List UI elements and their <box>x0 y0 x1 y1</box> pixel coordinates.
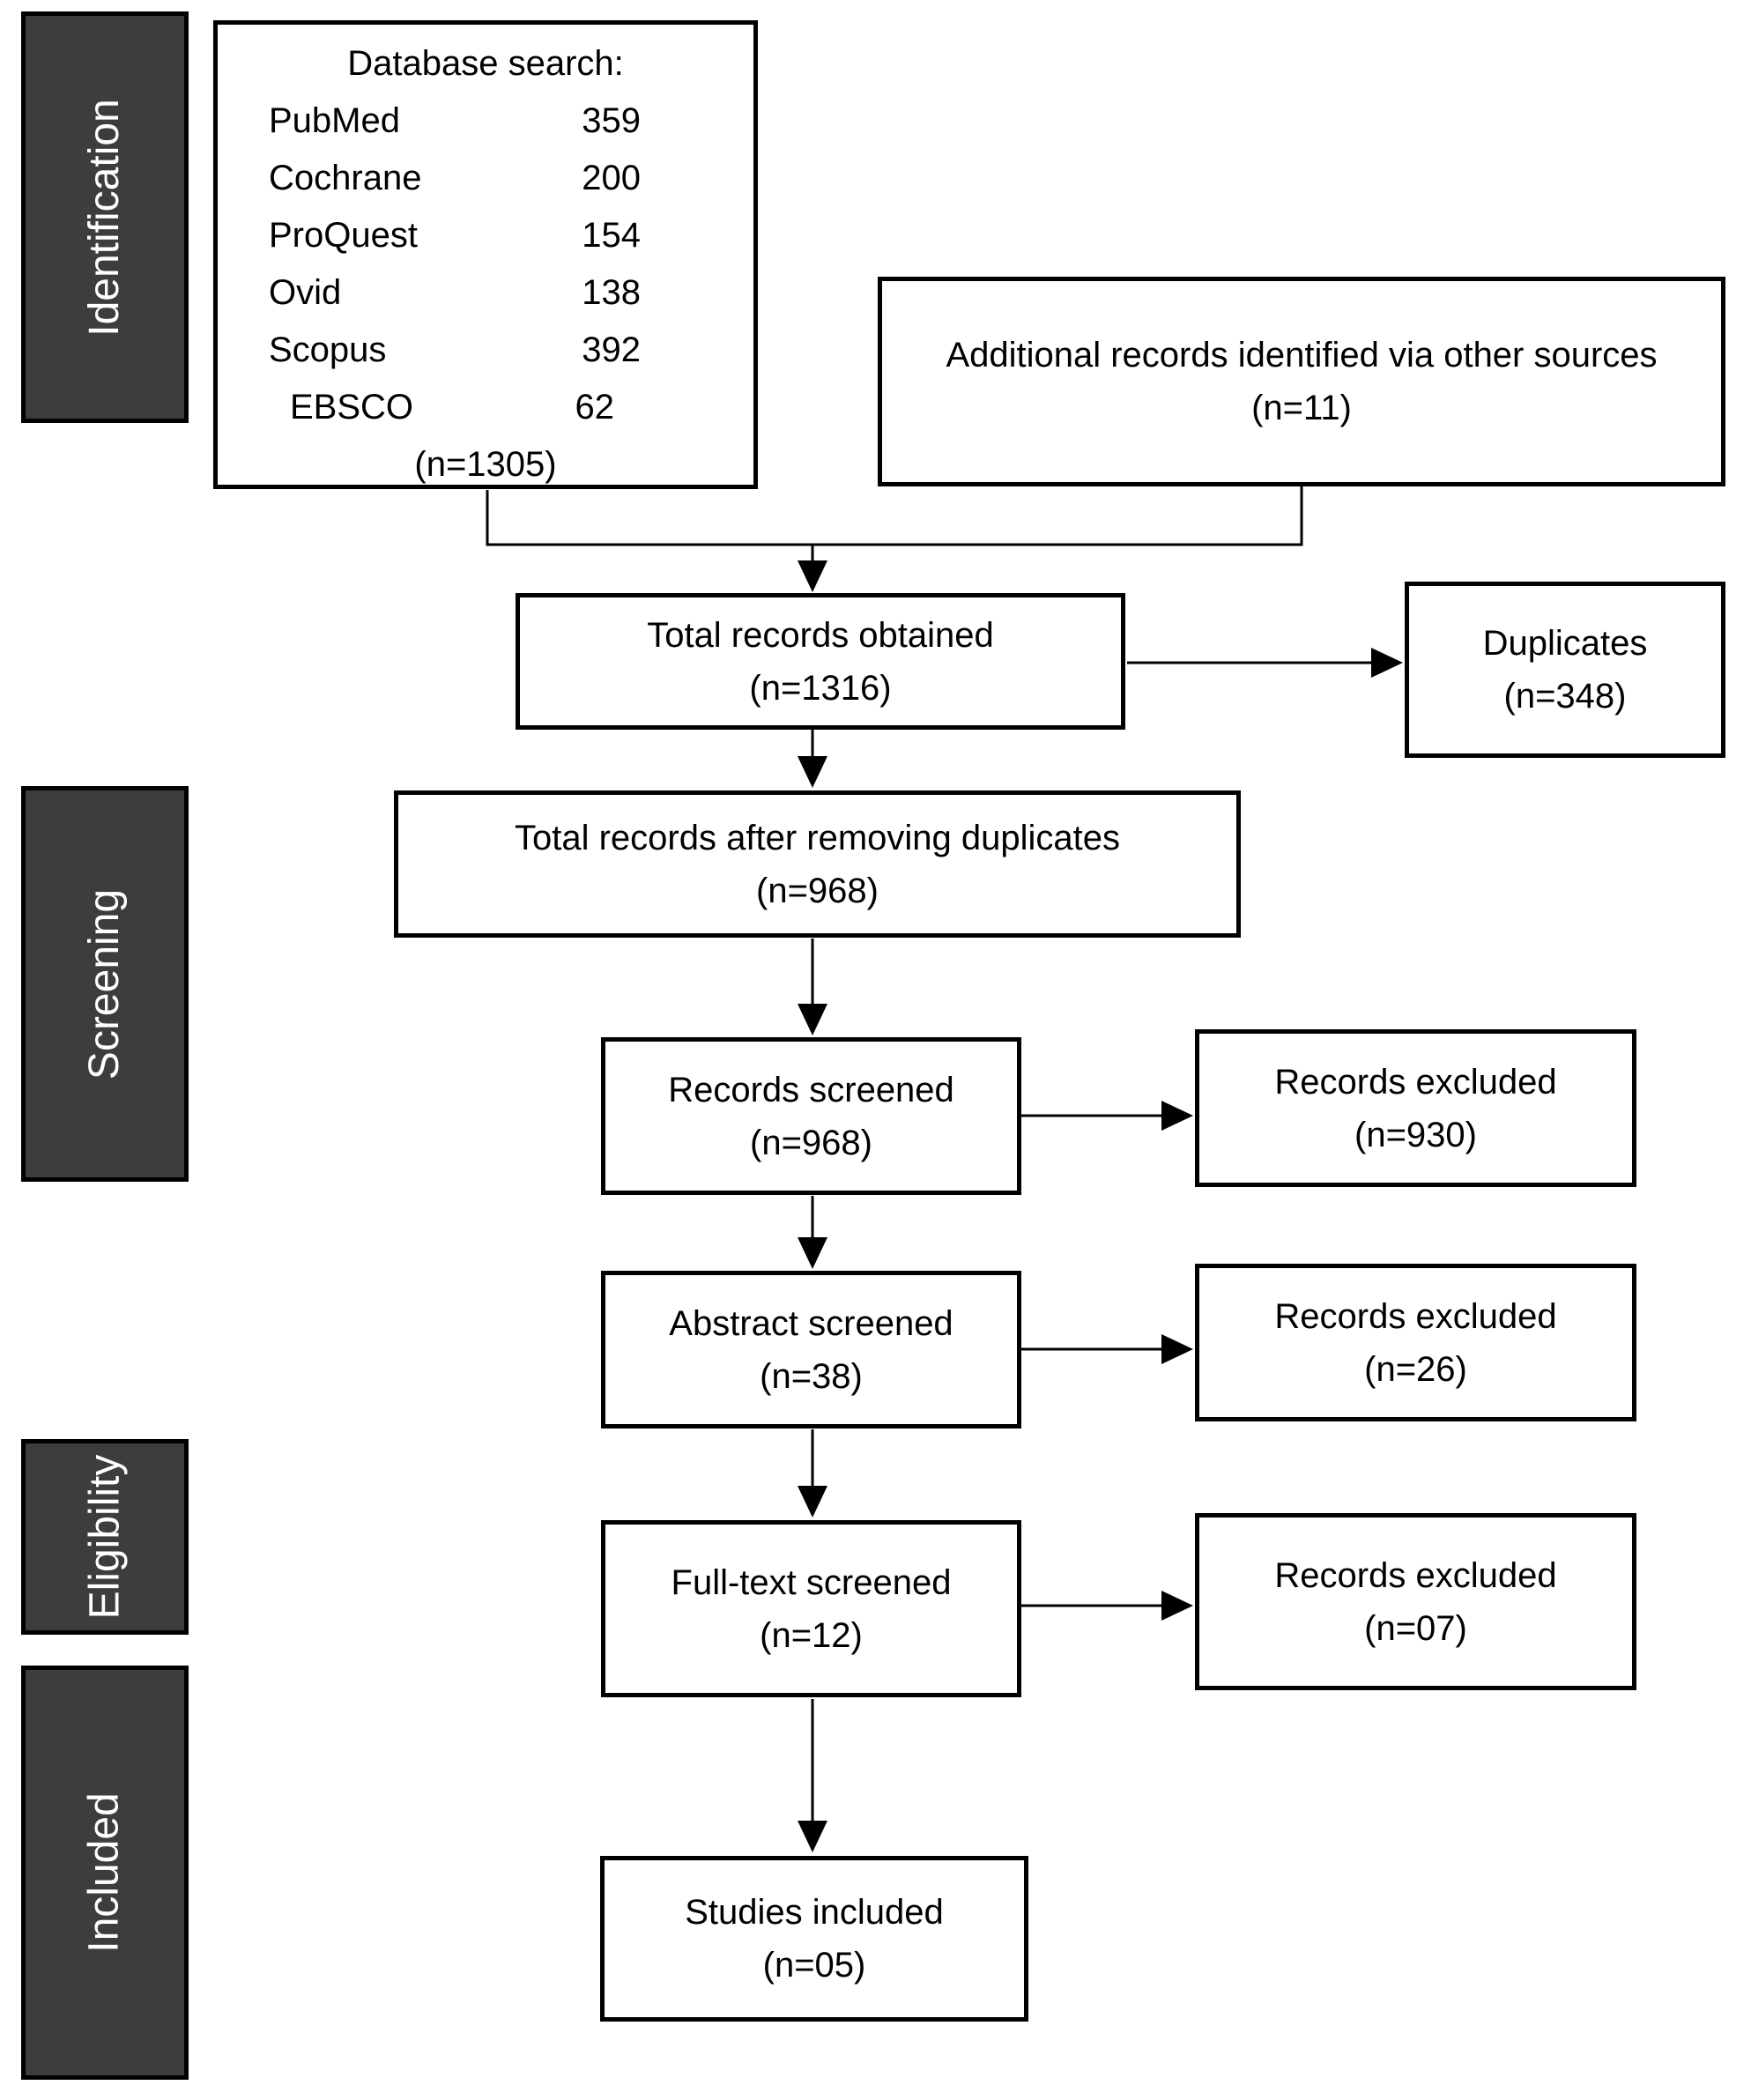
box-label: Records excluded <box>1274 1555 1557 1595</box>
box-label: Studies included <box>685 1893 944 1932</box>
database-name: Scopus <box>269 330 387 369</box>
stage-bar-included: Included <box>21 1666 189 2080</box>
database-count: 154 <box>582 216 641 255</box>
box-count: (n=1316) <box>749 668 892 708</box>
box-count: (n=12) <box>760 1615 863 1655</box>
database-count: 392 <box>582 330 641 369</box>
database-row: ProQuest 154 <box>269 207 641 264</box>
box-label: Total records after removing duplicates <box>515 818 1120 857</box>
database-row: Ovid 138 <box>269 264 641 322</box>
box-records-excluded-fulltext: Records excluded (n=07) <box>1195 1513 1636 1690</box>
box-studies-included: Studies included (n=05) <box>600 1856 1028 2022</box>
database-search-rows: PubMed 359 Cochrane 200 ProQuest 154 Ovi… <box>218 93 753 436</box>
stage-bar-identification: Identification <box>21 11 189 423</box>
database-count: 138 <box>582 273 641 312</box>
box-label: Duplicates <box>1482 624 1648 663</box>
stage-bar-screening: Screening <box>21 786 189 1182</box>
stage-label-screening: Screening <box>81 888 129 1080</box>
box-count: (n=348) <box>1503 677 1627 716</box>
box-after-duplicates: Total records after removing duplicates … <box>394 790 1241 938</box>
box-count: (n=11) <box>1251 389 1352 427</box>
box-label: Records excluded <box>1274 1062 1557 1102</box>
box-count: (n=26) <box>1364 1349 1467 1389</box>
box-count: (n=38) <box>760 1356 863 1396</box>
arrowheads <box>798 560 1403 1852</box>
box-count: (n=968) <box>750 1123 872 1162</box>
box-count: (n=07) <box>1364 1608 1467 1648</box>
box-duplicates: Duplicates (n=348) <box>1405 582 1725 758</box>
box-records-excluded-abstract: Records excluded (n=26) <box>1195 1264 1636 1421</box>
database-count: 359 <box>582 101 641 140</box>
box-label: Additional records identified via other … <box>946 336 1658 375</box>
database-row: Cochrane 200 <box>269 150 641 207</box>
database-row: EBSCO 62 <box>269 379 641 436</box>
box-label: Records screened <box>668 1070 954 1109</box>
database-name: Ovid <box>269 273 342 312</box>
box-label: Records excluded <box>1274 1296 1557 1336</box>
database-name: EBSCO <box>290 388 414 427</box>
database-name: PubMed <box>269 101 400 140</box>
database-count: 62 <box>575 388 615 427</box>
box-additional-records: Additional records identified via other … <box>878 277 1725 486</box>
box-label: Abstract screened <box>669 1303 953 1343</box>
box-abstract-screened: Abstract screened (n=38) <box>601 1271 1021 1428</box>
database-row: PubMed 359 <box>269 93 641 150</box>
database-row: Scopus 392 <box>269 322 641 379</box>
stage-label-identification: Identification <box>81 98 129 337</box>
stage-label-eligibility: Eligibility <box>81 1454 129 1620</box>
database-count: 200 <box>582 159 641 197</box>
database-name: ProQuest <box>269 216 418 255</box>
box-records-excluded-screening: Records excluded (n=930) <box>1195 1029 1636 1187</box>
stage-bar-eligibility: Eligibility <box>21 1439 189 1635</box>
box-count: (n=968) <box>756 871 879 910</box>
box-total-records-obtained: Total records obtained (n=1316) <box>516 593 1125 730</box>
box-fulltext-screened: Full-text screened (n=12) <box>601 1520 1021 1697</box>
database-search-total: (n=1305) <box>414 445 557 484</box>
box-records-screened: Records screened (n=968) <box>601 1037 1021 1195</box>
box-count: (n=05) <box>762 1946 866 1985</box>
database-name: Cochrane <box>269 159 422 197</box>
box-database-search: Database search: PubMed 359 Cochrane 200… <box>213 20 758 489</box>
box-count: (n=930) <box>1354 1115 1477 1154</box>
stage-label-included: Included <box>81 1792 129 1953</box>
box-label: Total records obtained <box>647 615 994 655</box>
box-label: Full-text screened <box>671 1562 952 1602</box>
database-search-title: Database search: <box>347 44 624 83</box>
